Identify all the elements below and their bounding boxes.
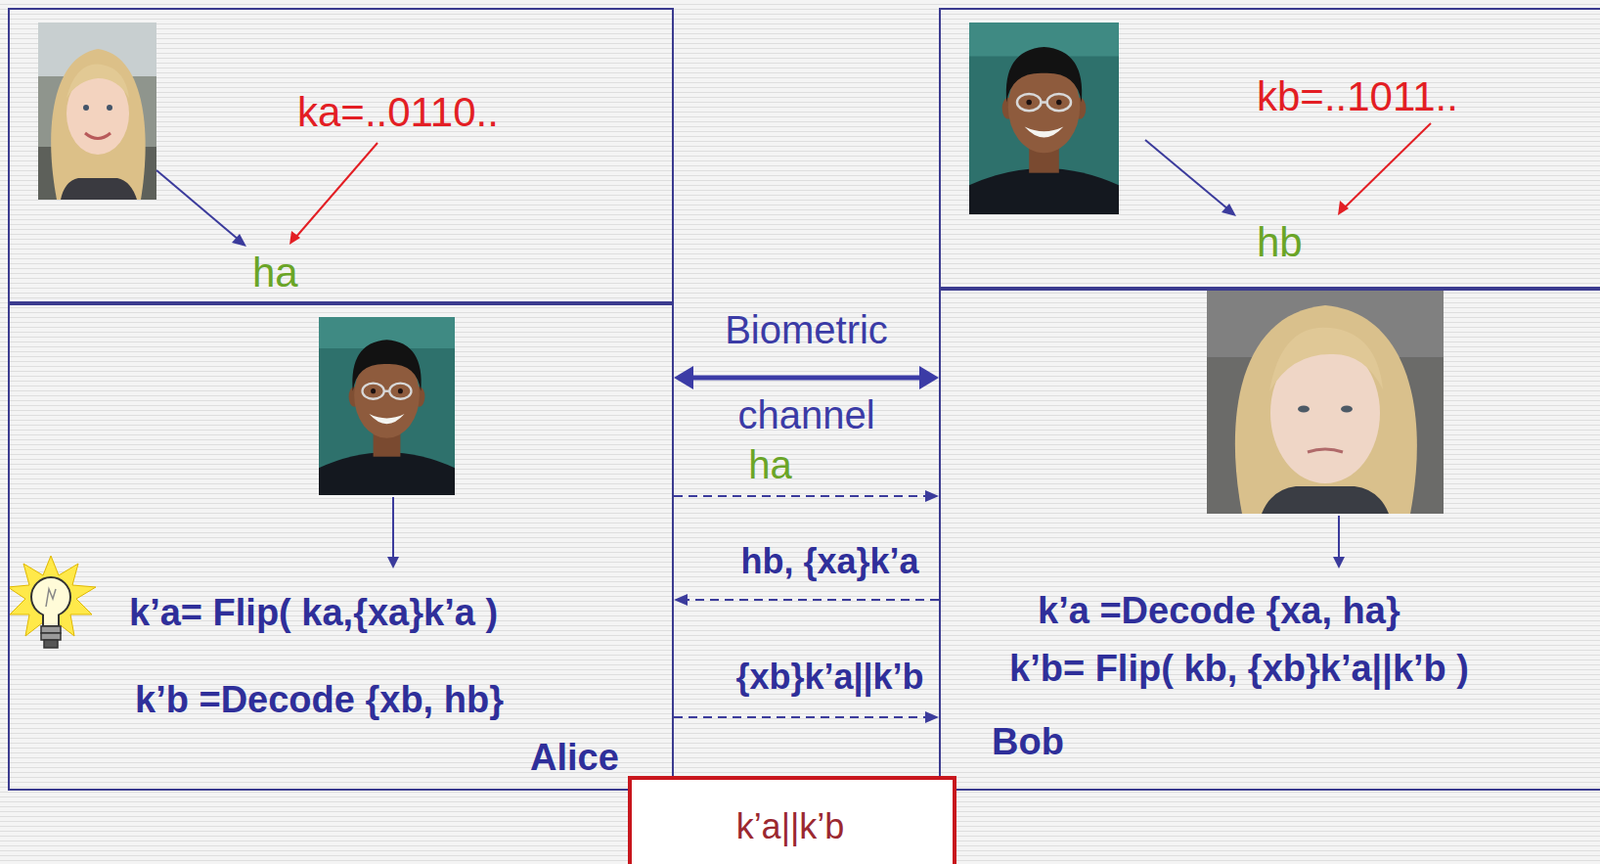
party-panel: k’a =Decode {xa, ha} k’b= Flip( kb, {xb}k… xyxy=(938,288,1600,791)
helper-data: ha xyxy=(252,248,299,298)
party-panel: kb=..1011.. hb xyxy=(938,7,1600,289)
alice-photo xyxy=(38,22,157,200)
alice-photo xyxy=(1206,288,1444,514)
message-label: Biometric channel xyxy=(684,287,930,458)
connector-line xyxy=(673,494,929,497)
connector-line xyxy=(684,598,939,601)
formula: k’a= Flip( ka,{xa}k’a ) xyxy=(129,590,498,636)
message-label: hb, {xa}k’a xyxy=(740,539,919,582)
connector-line xyxy=(673,715,929,718)
message-arrow xyxy=(673,489,939,502)
connector-line xyxy=(689,375,924,381)
bob-photo xyxy=(318,316,455,495)
arrow-head xyxy=(925,711,939,723)
bob-photo xyxy=(969,22,1119,215)
party-panel: k’a= Flip( ka,{xa}k’a ) k’b =Decode {xb, … xyxy=(7,303,674,791)
message-label: ha xyxy=(748,441,793,489)
shared-key-box: k’a||k’b xyxy=(627,775,957,864)
formula: k’b= Flip( kb, {xb}k’a||k’b ) xyxy=(1009,646,1469,692)
arrow-head xyxy=(925,489,939,502)
message-label: {xb}k’a||k’b xyxy=(735,655,924,698)
party-name: Bob xyxy=(991,719,1065,765)
arrow-head xyxy=(919,365,939,390)
party-name: Alice xyxy=(530,735,620,781)
helper-data: hb xyxy=(1256,218,1303,267)
formula: k’a =Decode {xa, ha} xyxy=(1037,588,1401,634)
formula: k’b =Decode {xb, hb} xyxy=(134,677,504,723)
party-panel: ka=..0110.. ha xyxy=(7,7,674,304)
arrow-head xyxy=(673,593,688,606)
arrow-head xyxy=(673,365,694,390)
channel-arrow xyxy=(673,365,939,390)
message-arrow xyxy=(673,711,939,723)
message-arrow xyxy=(673,593,939,606)
lightbulb-icon xyxy=(7,555,96,648)
input-arrow xyxy=(156,123,1431,569)
key-bits: kb=..1011.. xyxy=(1256,72,1459,122)
shared-key: k’a||k’b xyxy=(631,804,949,847)
key-bits: ka=..0110.. xyxy=(297,88,499,137)
